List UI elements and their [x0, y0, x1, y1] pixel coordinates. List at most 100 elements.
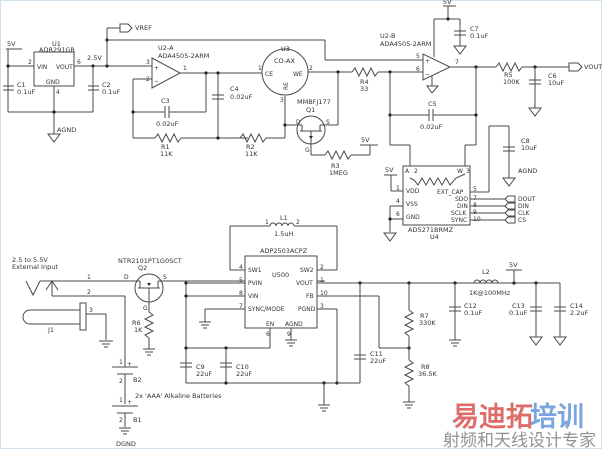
u500-pin2: 2 — [320, 264, 324, 271]
r2-ref: R2 — [246, 143, 255, 151]
u1-vin: VIN — [37, 64, 47, 71]
q2-d: D — [124, 274, 129, 281]
u3-ce: CE — [265, 71, 273, 78]
c7-ground — [453, 45, 467, 55]
c1-value: 0.1uF — [17, 88, 35, 96]
u500-vout: VOUT — [296, 280, 313, 287]
u500-pin3: 3 — [320, 303, 324, 310]
u4-vss: VSS — [406, 201, 418, 208]
c3-value: 0.02uF — [156, 120, 179, 128]
clk-label: CLK — [518, 210, 531, 217]
agnd-label-u1: AGND — [57, 126, 76, 134]
u4-pin1: 1 — [396, 185, 400, 192]
l1-pin1: 1 — [265, 219, 269, 226]
u1-part: ADR291GR — [39, 46, 75, 54]
r7-ref: R7 — [420, 312, 429, 320]
u3-pin1: 1 — [258, 65, 262, 72]
u3-sensor: U3 CO-AX CE WE RE 1 2 3 MMBFJ177 Q1 D S … — [258, 45, 414, 177]
c6-ref: C6 — [548, 72, 557, 80]
l1-value: 1.5uH — [274, 230, 293, 238]
u2a-pin3: 3 — [146, 59, 150, 66]
c5-ref: C5 — [428, 100, 437, 108]
c13-ref: C13 — [512, 302, 525, 310]
u4-digipot: AD5271BRMZ U4 A 2 W 3 VDD VSS GND 1 4 6 … — [383, 125, 537, 242]
u4-w: W — [457, 168, 463, 175]
u4-pin3: 3 — [466, 168, 470, 175]
u4-pin5: 5 — [473, 186, 477, 193]
u4-a: A — [405, 168, 410, 175]
vout-label: VOUT — [584, 63, 602, 71]
port-clk — [504, 209, 516, 217]
u1-vout: VOUT — [56, 64, 73, 71]
u4-part: AD5271BRMZ — [408, 226, 454, 234]
watermark-line1-red: 易迪拓 — [452, 402, 533, 433]
r7-value: 330K — [419, 319, 436, 327]
power-input: 2.5 to 5.5V External Input 1 2 3 J1 NTR2… — [12, 256, 325, 448]
b1-pin1: 1 — [119, 397, 123, 404]
u500-ref: U500 — [272, 271, 289, 279]
c7-ref: C7 — [470, 25, 479, 33]
b2-plus: + — [127, 361, 132, 368]
c14-ref: C14 — [570, 302, 583, 310]
u500-pin9: 9 — [287, 331, 291, 338]
c11-value: 22uF — [370, 357, 386, 365]
u2b-part: ADA4505-2ARM — [380, 40, 431, 48]
b1-ref: B1 — [133, 416, 142, 424]
u500-syncmode: SYNC/MODE — [248, 306, 285, 313]
r8-ref: R8 — [421, 363, 430, 371]
u2b-triangle — [422, 53, 452, 81]
u2b-ref: U2-B — [380, 32, 395, 40]
b2-pin2: 2 — [119, 378, 123, 385]
u4-pin4: 4 — [396, 198, 400, 205]
q1-d: D — [296, 119, 301, 126]
dout-label: DOUT — [518, 196, 536, 203]
u500-sw2: SW2 — [300, 267, 314, 274]
u500-pin6: 6 — [266, 331, 270, 338]
vout-port — [568, 62, 583, 72]
r1-value: 11K — [160, 150, 173, 158]
c14-value: 2.2uF — [570, 309, 588, 317]
u1-ref: U1 — [52, 40, 61, 48]
u500-part: ADP2503ACPZ — [260, 247, 308, 255]
u500-pvin: PVIN — [248, 280, 262, 287]
c8-agnd-label: AGND — [518, 167, 537, 175]
u3-ref: U3 — [281, 45, 290, 53]
r4-value: 33 — [360, 85, 368, 93]
l2-5v-label: 5V — [509, 261, 518, 269]
u500-box — [244, 255, 318, 329]
u1-pin4: 4 — [56, 89, 60, 96]
port-dout — [504, 195, 516, 203]
jack-tip — [25, 280, 41, 297]
b2-ref: B2 — [133, 376, 142, 384]
q2-g: G — [143, 305, 148, 312]
u1-pin2: 2 — [28, 59, 32, 66]
c4-ref: C4 — [230, 85, 239, 93]
u4-sclk: SCLK — [451, 210, 467, 217]
c12-ref: C12 — [464, 302, 477, 310]
u2a-opamp: U2-A ADA4505-2ARM 3 2 1 +− C3 0.02uF C4 … — [131, 44, 287, 158]
b2-pin1: 1 — [119, 359, 123, 366]
u500-pin1: 1 — [320, 277, 324, 284]
q2-ref: Q2 — [138, 264, 147, 272]
u500-pgnd: PGND — [298, 306, 316, 313]
u500-agnd: AGND — [285, 321, 303, 328]
c10-value: 22uF — [236, 370, 252, 378]
c2-value: 0.1uF — [102, 88, 120, 96]
u2b-pin5: 5 — [416, 53, 420, 60]
q1-ref: Q1 — [306, 106, 315, 114]
c2-ref: C2 — [102, 81, 111, 89]
r3-5v-label: 5V — [361, 136, 370, 144]
u500-converter: ADP2503ACPZ U500 SW1 PVIN VIN SYNC/MODE … — [180, 214, 588, 412]
u4-gnd: GND — [406, 214, 420, 221]
u500-pin8: 8 — [239, 290, 243, 297]
svg-text:−: − — [425, 71, 430, 78]
q1-g: G — [305, 147, 310, 154]
c14-ground — [553, 336, 567, 346]
c8-ground — [502, 177, 516, 187]
port-cs — [504, 216, 516, 224]
c3-ref: C3 — [161, 97, 170, 105]
j1-pin3: 3 — [89, 307, 93, 314]
r3-ref: R3 — [331, 162, 340, 170]
ext-input-line1: 2.5 to 5.5V — [12, 256, 48, 264]
c9-ref: C9 — [196, 363, 205, 371]
